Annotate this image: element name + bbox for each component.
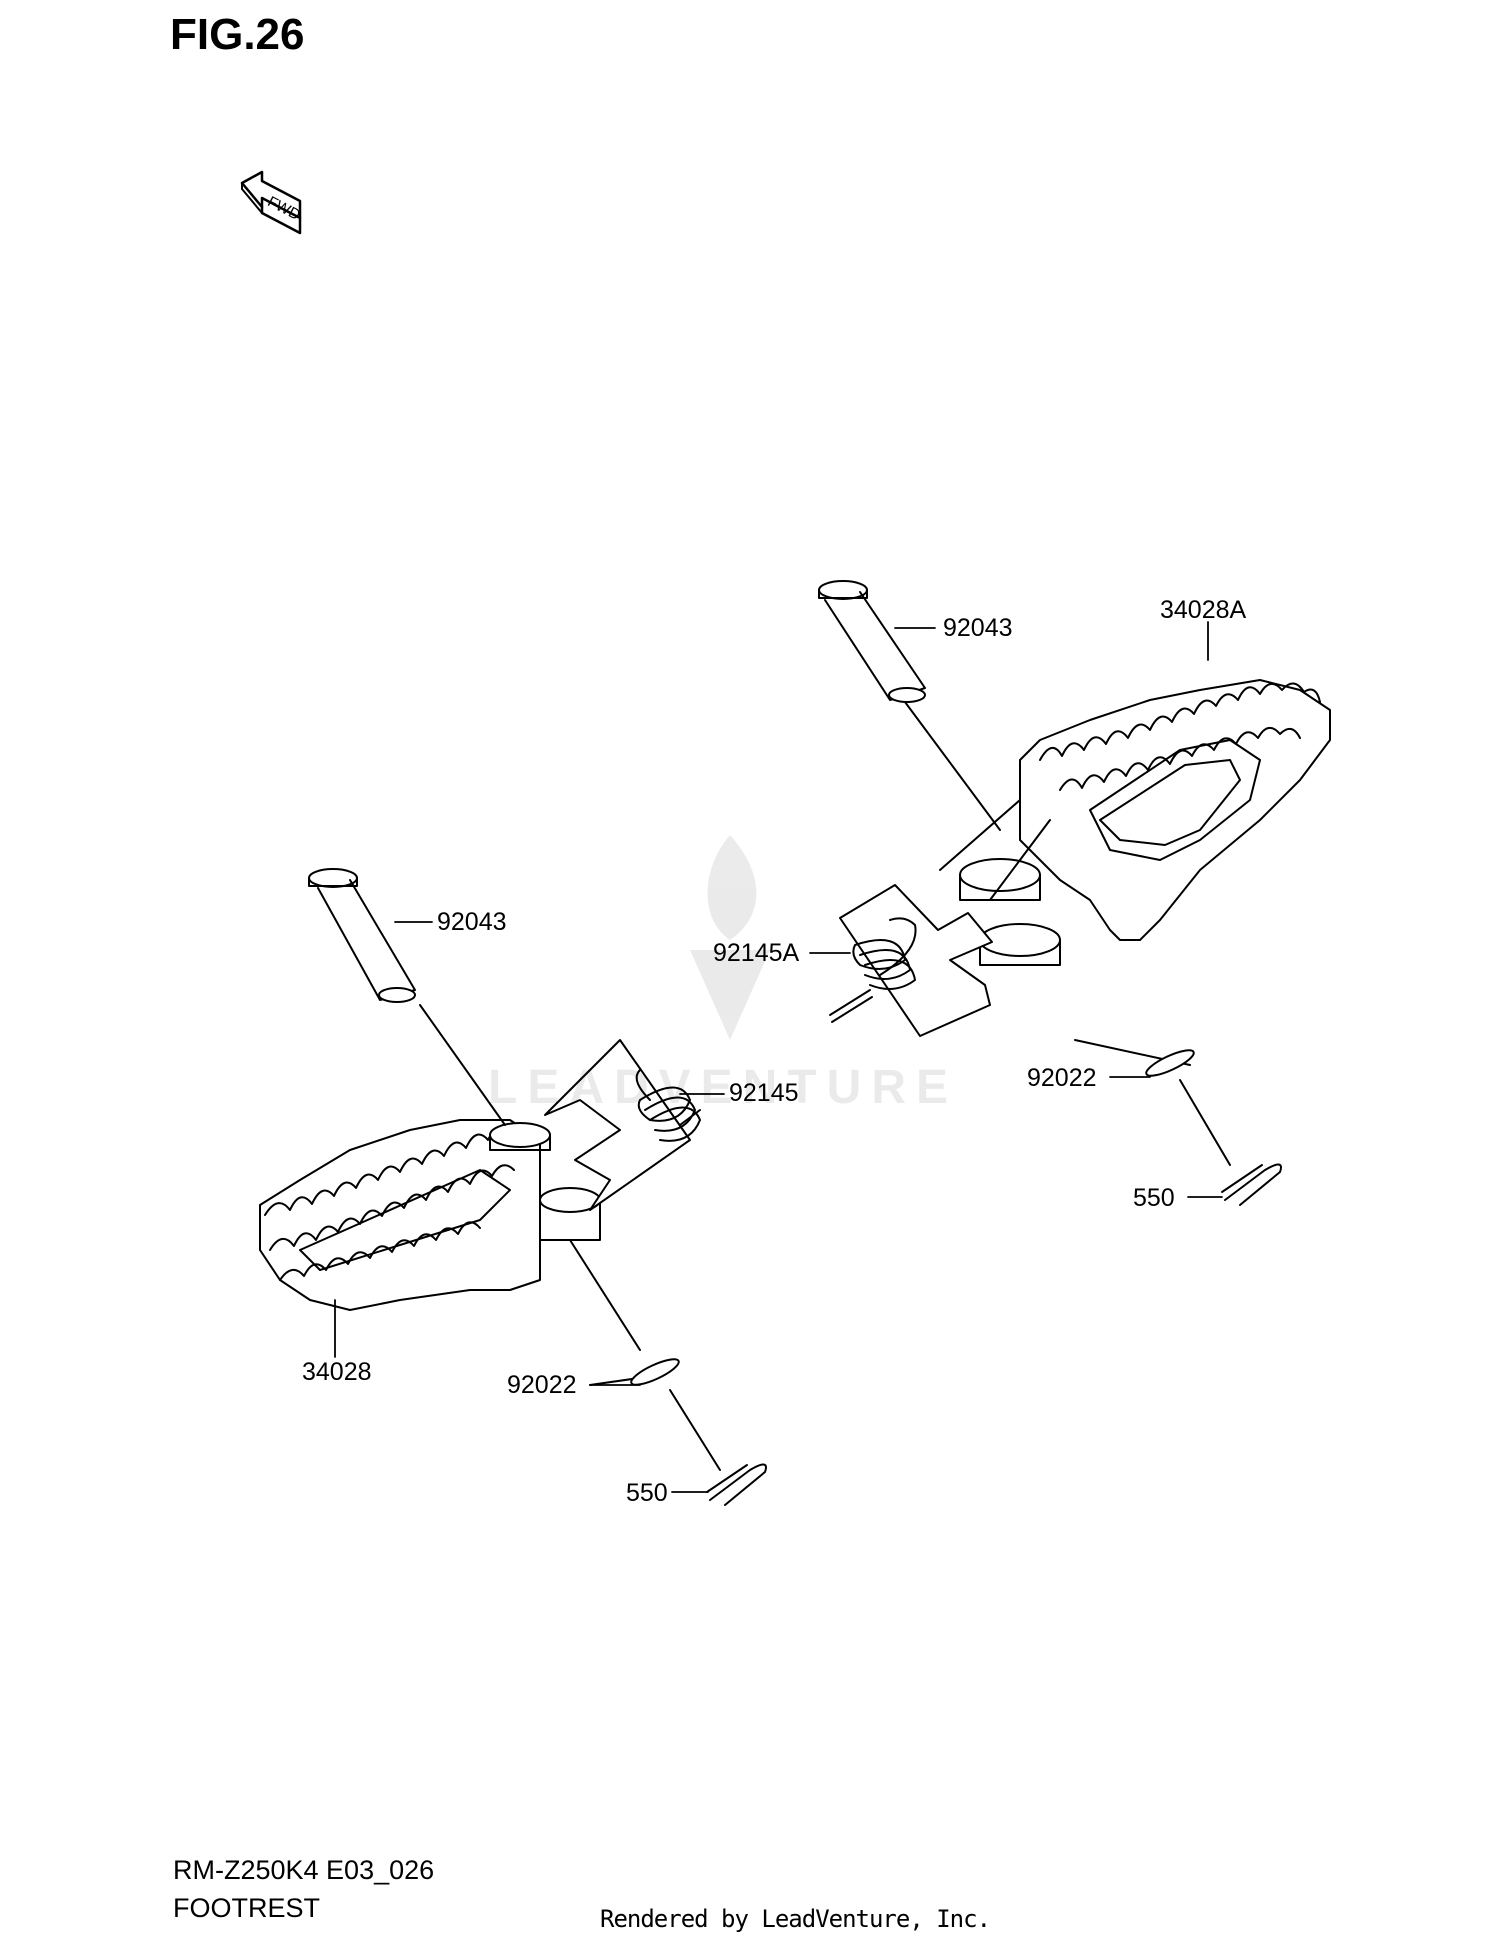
model-code: RM-Z250K4 E03_026: [173, 1855, 435, 1885]
callout-pin-right: 92043: [943, 614, 1013, 642]
section-title: FOOTREST: [173, 1893, 320, 1923]
rendered-by-credit: Rendered by LeadVenture, Inc.: [600, 1905, 991, 1933]
spring-bracket-left: [544, 1039, 691, 1211]
cotter-pin-right: [1221, 1163, 1282, 1206]
callout-washer-right: 92022: [1027, 1064, 1097, 1092]
washer-left: [569, 1239, 721, 1471]
callout-spring-right: 92145A: [713, 939, 800, 967]
callout-cotter-left: 550: [626, 1479, 668, 1507]
fwd-arrow-icon: FWD: [240, 170, 303, 235]
pivot-pin-left: [308, 868, 506, 1126]
watermark-flame-icon: [690, 835, 770, 1040]
spring-bracket-right: [839, 884, 993, 1037]
cotter-pin-left: [706, 1463, 767, 1506]
callout-pin-left: 92043: [437, 908, 507, 936]
callout-washer-left: 92022: [507, 1371, 577, 1399]
pivot-pin-right: [818, 580, 1001, 831]
watermark: LEADVENTURE: [488, 1061, 959, 1114]
torsion-spring-left: [635, 1069, 701, 1142]
callout-step-right: 34028A: [1160, 596, 1247, 624]
callout-step-left: 34028: [302, 1358, 372, 1386]
washer-right: [1074, 1039, 1231, 1166]
footrest-right: [939, 679, 1331, 966]
figure-title: FIG.26: [170, 10, 305, 59]
callout-spring-left: 92145: [729, 1079, 799, 1107]
leader-lines: [334, 621, 1223, 1493]
callout-cotter-right: 550: [1133, 1184, 1175, 1212]
footrest-left: [259, 1119, 601, 1311]
torsion-spring-right: [829, 917, 917, 1023]
